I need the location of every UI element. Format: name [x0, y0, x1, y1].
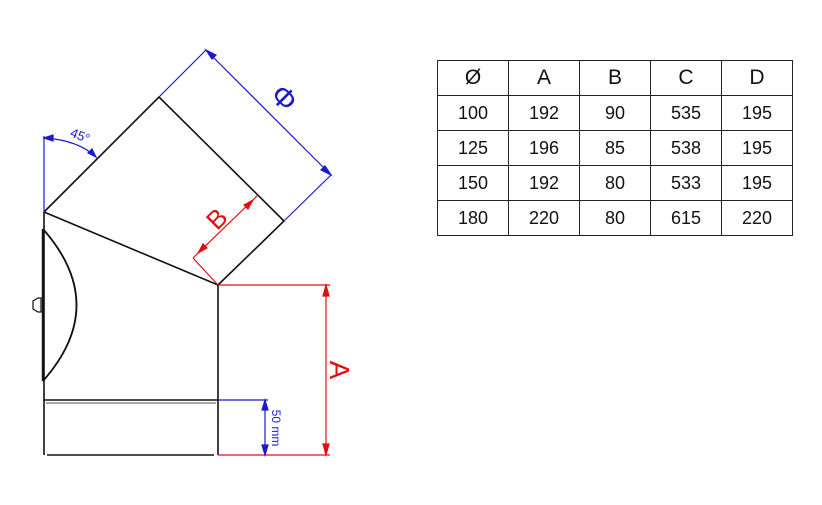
table-cell: 535: [650, 95, 722, 131]
a-dimension: [218, 282, 330, 458]
angle-dimension: [42, 134, 98, 212]
header-cell: B: [579, 60, 651, 96]
table-cell: 90: [579, 95, 651, 131]
collar-label: 50 mm: [269, 410, 283, 447]
collar-dimension: [218, 397, 269, 458]
table-row: 150 192 80 533 195: [437, 165, 793, 201]
table-cell: 80: [579, 165, 651, 201]
header-cell: Ø: [437, 60, 509, 96]
table-cell: 538: [650, 130, 722, 166]
table-header-row: Ø A B C D: [437, 60, 793, 96]
table-cell: 195: [721, 165, 793, 201]
table-cell: 220: [508, 200, 580, 236]
b-label: B: [200, 202, 233, 235]
diameter-dimension: [158, 48, 333, 222]
table-cell: 192: [508, 95, 580, 131]
table-cell: 100: [437, 95, 509, 131]
diameter-label: Φ: [264, 78, 304, 118]
angle-label: 45°: [68, 125, 92, 146]
header-cell: D: [721, 60, 793, 96]
table-cell: 195: [721, 130, 793, 166]
table-row: 180 220 80 615 220: [437, 200, 793, 236]
table-cell: 220: [721, 200, 793, 236]
table-cell: 615: [650, 200, 722, 236]
cleanout-cap: [32, 228, 78, 382]
header-cell: C: [650, 60, 722, 96]
elbow-outline: [43, 95, 286, 456]
header-cell: A: [508, 60, 580, 96]
b-dimension: [192, 194, 259, 286]
table-cell: 150: [437, 165, 509, 201]
dimensions-table: Ø A B C D 100 192 90 535 195 125 196 85 …: [437, 60, 793, 236]
table-cell: 195: [721, 95, 793, 131]
table-cell: 85: [579, 130, 651, 166]
a-label: A: [324, 361, 355, 380]
table-cell: 196: [508, 130, 580, 166]
table-cell: 125: [437, 130, 509, 166]
table-row: 100 192 90 535 195: [437, 95, 793, 131]
table-cell: 180: [437, 200, 509, 236]
table-row: 125 196 85 538 195: [437, 130, 793, 166]
table-cell: 192: [508, 165, 580, 201]
table-cell: 533: [650, 165, 722, 201]
table-cell: 80: [579, 200, 651, 236]
